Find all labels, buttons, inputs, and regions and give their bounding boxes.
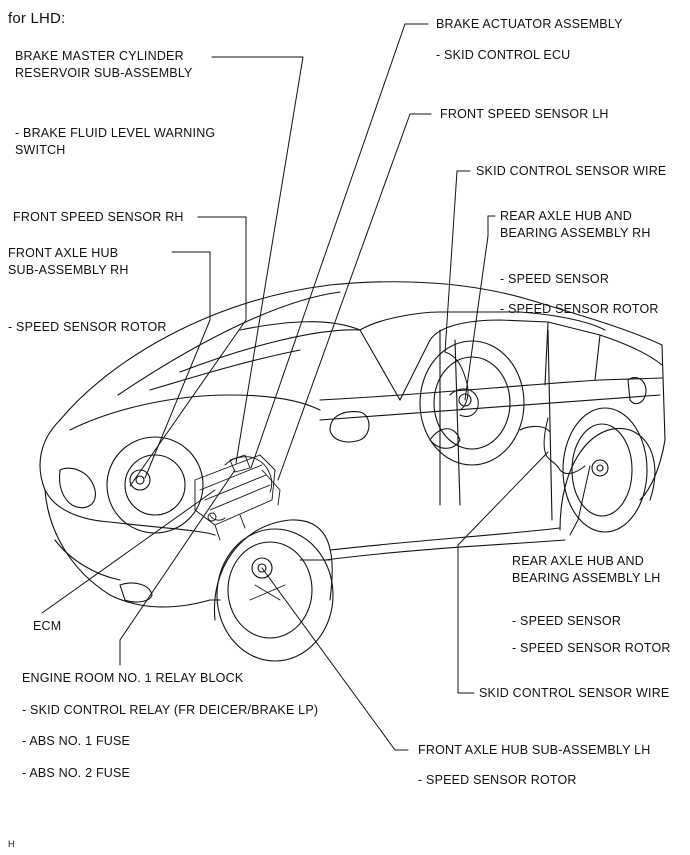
leader-lines — [41, 23, 591, 751]
rear-rh-wheel — [419, 340, 525, 466]
label-front-speed-sensor-rh: FRONT SPEED SENSOR RH — [13, 210, 184, 224]
label-skid-control-relay: - SKID CONTROL RELAY (FR DEICER/BRAKE LP… — [22, 703, 319, 717]
label-speed-sensor-rotor-rear-lh: - SPEED SENSOR ROTOR — [512, 641, 671, 655]
engine-room-components — [194, 454, 281, 541]
label-brake-actuator: BRAKE ACTUATOR ASSEMBLY — [436, 17, 623, 31]
label-skid-sensor-wire-bottom: SKID CONTROL SENSOR WIRE — [479, 686, 670, 700]
label-rear-axle-hub-lh: REAR AXLE HUB AND BEARING ASSEMBLY LH — [512, 554, 661, 585]
label-speed-sensor-rotor-rear-rh: - SPEED SENSOR ROTOR — [500, 302, 659, 316]
label-engine-room-relay: ENGINE ROOM NO. 1 RELAY BLOCK — [22, 671, 244, 685]
footer-code: H — [8, 839, 15, 849]
label-front-speed-sensor-lh: FRONT SPEED SENSOR LH — [440, 107, 609, 121]
label-skid-control-ecu: - SKID CONTROL ECU — [436, 48, 571, 62]
diagram-title: for LHD: — [8, 10, 66, 27]
front-rh-wheel — [106, 436, 204, 534]
label-speed-sensor-rotor-rh: - SPEED SENSOR ROTOR — [8, 320, 167, 334]
label-brake-master-cylinder: BRAKE MASTER CYLINDER RESERVOIR SUB-ASSE… — [15, 49, 193, 80]
label-brake-fluid-switch: - BRAKE FLUID LEVEL WARNING SWITCH — [15, 126, 216, 157]
rear-lh-wheel — [559, 407, 656, 533]
label-ecm: ECM — [33, 619, 62, 633]
label-abs-fuse-2: - ABS NO. 2 FUSE — [22, 766, 131, 780]
label-front-axle-hub-rh: FRONT AXLE HUB SUB-ASSEMBLY RH — [8, 246, 129, 277]
label-abs-fuse-1: - ABS NO. 1 FUSE — [22, 734, 131, 748]
label-rear-axle-hub-rh: REAR AXLE HUB AND BEARING ASSEMBLY RH — [500, 209, 651, 240]
label-speed-sensor-rear-rh: - SPEED SENSOR — [500, 272, 610, 286]
label-front-axle-hub-lh: FRONT AXLE HUB SUB-ASSEMBLY LH — [418, 743, 651, 757]
sensor-wires — [444, 351, 586, 474]
label-speed-sensor-rear-lh: - SPEED SENSOR — [512, 614, 622, 628]
label-skid-sensor-wire-top: SKID CONTROL SENSOR WIRE — [476, 164, 667, 178]
front-lh-wheel — [213, 519, 334, 662]
label-speed-sensor-rotor-lh: - SPEED SENSOR ROTOR — [418, 773, 577, 787]
car-body — [39, 281, 666, 608]
